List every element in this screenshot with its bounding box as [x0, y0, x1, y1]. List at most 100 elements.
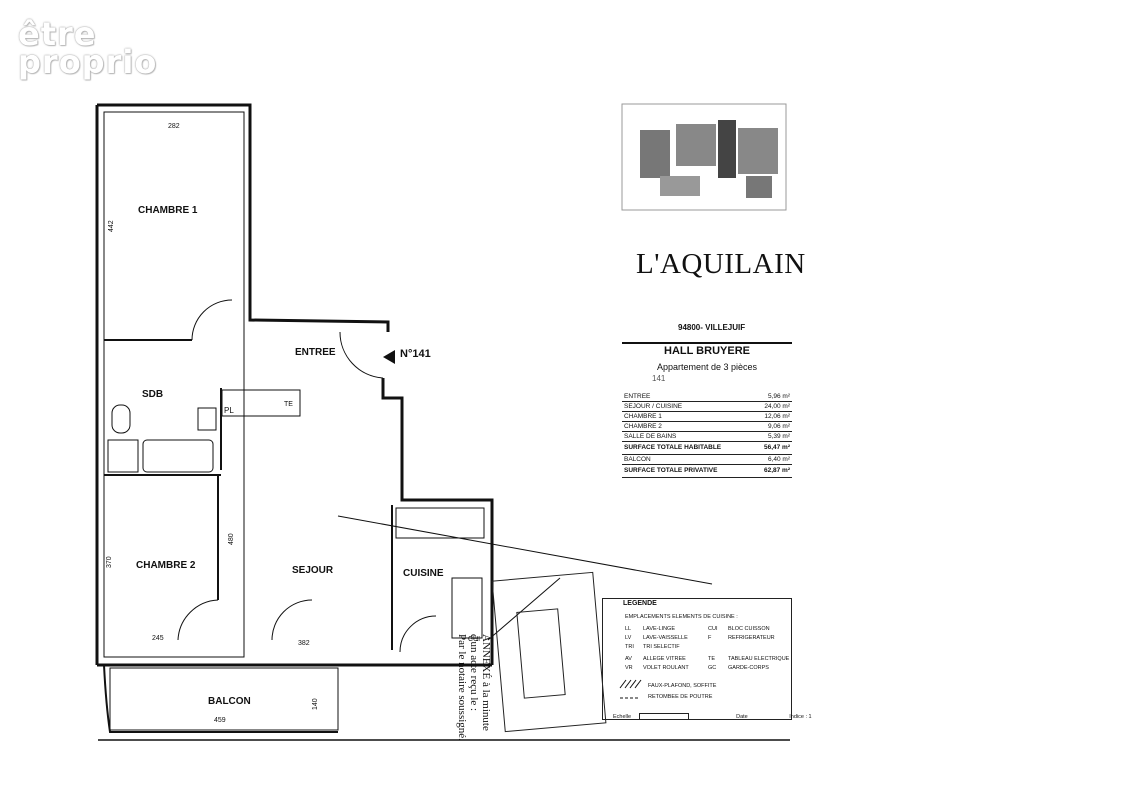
footer-indice: Indice : 1	[789, 713, 812, 720]
watermark-line1: être	[18, 15, 97, 53]
room-label-cuisine: CUISINE	[403, 568, 444, 579]
legend-code: AV	[625, 656, 632, 662]
door-swing-chambre2	[177, 599, 219, 641]
stamp-inner-box	[516, 608, 566, 699]
legend-code: LL	[625, 626, 632, 632]
surface-value: 12,06 m²	[753, 411, 792, 422]
inner-wall-line	[103, 111, 245, 658]
legend-text: GARDE-CORPS	[728, 665, 769, 671]
legend-code: TRI	[625, 644, 634, 650]
stamp-line2: d'un acte reçu le :	[468, 634, 480, 712]
graphic-line-2	[487, 577, 561, 641]
room-label-chambre2: CHAMBRE 2	[136, 560, 196, 571]
legend-text: LAVE-VAISSELLE	[643, 635, 688, 641]
legend-retombee: RETOMBEE DE POUTRE	[648, 694, 713, 700]
footer-echelle: Echelle	[613, 713, 632, 720]
mark-pl: PL	[224, 406, 234, 415]
kitchen-top	[395, 507, 485, 539]
door-swing-chambre1	[191, 299, 233, 341]
site-plan-thumbnail	[621, 103, 787, 211]
closet	[221, 389, 301, 417]
dim-442: 442	[108, 220, 115, 232]
surface-label: SEJOUR / CUISINE	[622, 401, 754, 412]
dim-140: 140	[312, 698, 319, 710]
dim-382: 382	[298, 640, 310, 647]
bathtub	[142, 439, 214, 473]
hall-title: HALL BRUYERE	[664, 345, 750, 357]
room-label-sdb: SDB	[142, 389, 164, 400]
apartment-type: Appartement de 3 pièces	[656, 362, 758, 372]
city-label: 94800- VILLEJUIF	[678, 323, 746, 332]
footer-date: Date	[736, 713, 748, 720]
surface-value: 62,87 m²	[753, 464, 792, 478]
legend-text: BLOC CUISSON	[728, 626, 770, 632]
room-label-sejour: SEJOUR	[292, 565, 334, 576]
legend-title: LEGENDE	[623, 600, 657, 607]
legend-text: TRI SELECTIF	[643, 644, 680, 650]
dim-282: 282	[168, 123, 180, 130]
unit-number: N°141	[400, 348, 431, 360]
watermark-logo: être proprio	[18, 15, 158, 81]
room-label-chambre1: CHAMBRE 1	[138, 205, 198, 216]
legend-text: REFRIGERATEUR	[728, 635, 775, 641]
surface-label: SURFACE TOTALE PRIVATIVE	[622, 464, 754, 478]
door-swing-sejour	[271, 599, 313, 641]
door-swing-entree	[339, 331, 384, 379]
surface-value: 5,96 m²	[753, 392, 792, 402]
apartment-number: 141	[652, 374, 666, 383]
footer-row: Echelle Date Indice : 1	[613, 713, 812, 720]
door-swing-kitchen	[399, 615, 437, 653]
sink	[197, 407, 217, 431]
legend-code: VR	[625, 665, 633, 671]
surface-value: 6,40 m²	[753, 454, 792, 465]
legend-text: LAVE-LINGE	[643, 626, 675, 632]
room-label-entree: ENTREE	[295, 347, 336, 358]
legend-code: LV	[625, 635, 632, 641]
entrance-wall	[381, 378, 494, 665]
outer-wall-top	[97, 103, 390, 332]
dim-459: 459	[214, 717, 226, 724]
legend-faux-plafond: FAUX-PLAFOND, SOFFITE	[648, 683, 717, 689]
surface-value: 5,39 m²	[753, 431, 792, 442]
legend-code: F	[708, 635, 712, 641]
stamp-line3: Par le notaire soussigné.	[456, 634, 468, 741]
surface-label: SURFACE TOTALE HABITABLE	[622, 441, 754, 455]
brand-logo: L'AQUILAIN	[636, 248, 806, 280]
surface-value: 24,00 m²	[753, 401, 792, 412]
dim-245: 245	[152, 635, 164, 642]
watermark-line2: proprio	[18, 43, 158, 81]
surface-value: 56,47 m²	[753, 441, 792, 455]
surface-label: SALLE DE BAINS	[622, 431, 754, 442]
washing-area	[107, 439, 139, 473]
mark-cui: CUI	[468, 636, 481, 643]
scale-bar	[638, 713, 689, 720]
surface-label: BALCON	[622, 454, 754, 465]
mark-te: TE	[284, 401, 293, 408]
dim-370: 370	[106, 556, 113, 568]
kitchen-counter	[451, 577, 483, 639]
legend-subtitle: EMPLACEMENTS ELEMENTS DE CUISINE :	[625, 614, 738, 620]
surface-label: CHAMBRE 1	[622, 411, 754, 422]
legend-code: GC	[708, 665, 717, 671]
stamp-line1: ANNEXÉ à la minute	[480, 634, 492, 731]
balcony-edge	[103, 664, 338, 733]
entrance-arrow-icon	[383, 350, 395, 364]
legend-code: CUI	[708, 626, 718, 632]
graphic-line-1	[337, 515, 713, 585]
stamp-text: ANNEXÉ à la minute d'un acte reçu le : P…	[456, 634, 492, 741]
legend-code: TE	[708, 656, 716, 662]
surface-value: 9,06 m²	[753, 421, 792, 432]
hatch-sample	[619, 679, 642, 699]
surface-label: ENTREE	[622, 392, 754, 402]
surface-label: CHAMBRE 2	[622, 421, 754, 432]
